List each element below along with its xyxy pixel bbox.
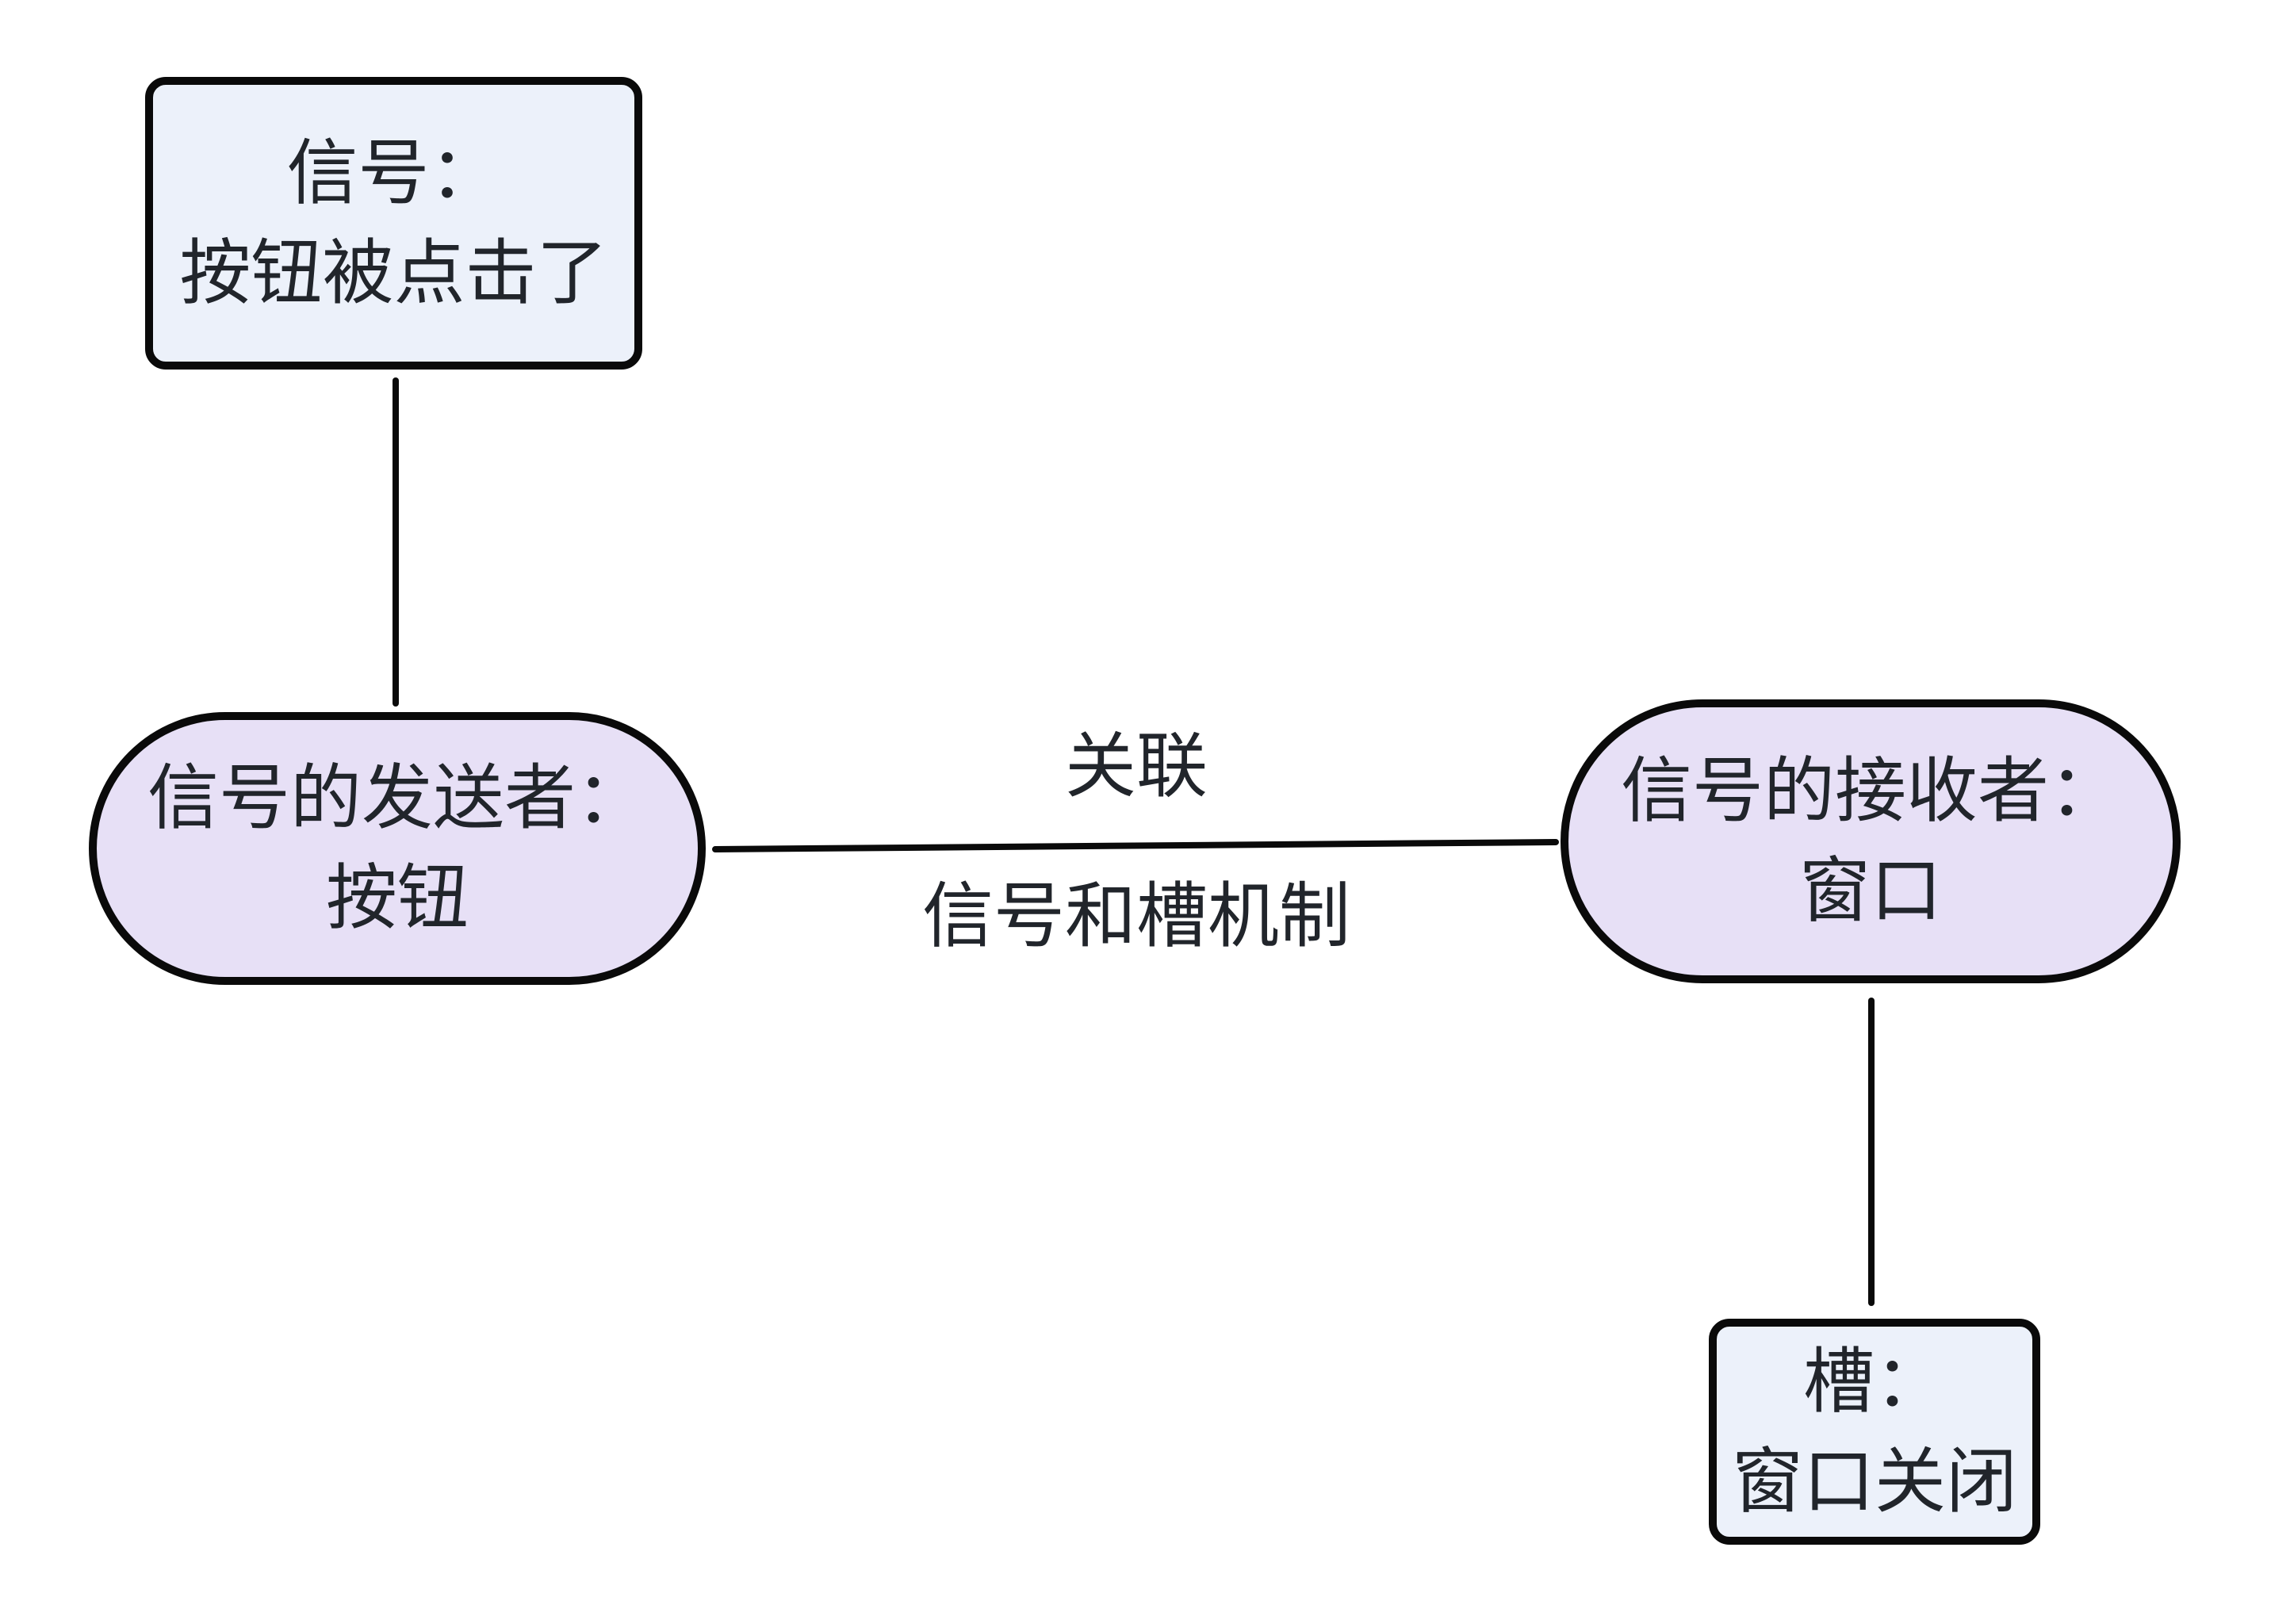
node-signal: 信号： 按钮被点击了 xyxy=(145,77,642,370)
node-slot-line-2: 窗口关闭 xyxy=(1732,1442,2017,1522)
node-sender: 信号的发送者： 按钮 xyxy=(89,712,706,985)
node-sender-line-1: 信号的发送者： xyxy=(147,759,647,838)
node-receiver-line-2: 窗口 xyxy=(1799,852,1942,931)
node-signal-line-2: 按钮被点击了 xyxy=(179,233,608,313)
edge-label-mechanism: 信号和槽机制 xyxy=(922,877,1350,956)
node-slot: 槽： 窗口关闭 xyxy=(1709,1319,2040,1545)
node-slot-line-1: 槽： xyxy=(1803,1342,1946,1422)
node-receiver: 信号的接收者： 窗口 xyxy=(1561,699,2181,983)
edge-label-association: 关联 xyxy=(1065,727,1208,806)
connector-sender-to-receiver xyxy=(712,839,1559,852)
node-signal-line-1: 信号： xyxy=(286,133,501,213)
node-receiver-line-1: 信号的接收者： xyxy=(1621,752,2120,831)
node-sender-line-2: 按钮 xyxy=(326,859,469,938)
